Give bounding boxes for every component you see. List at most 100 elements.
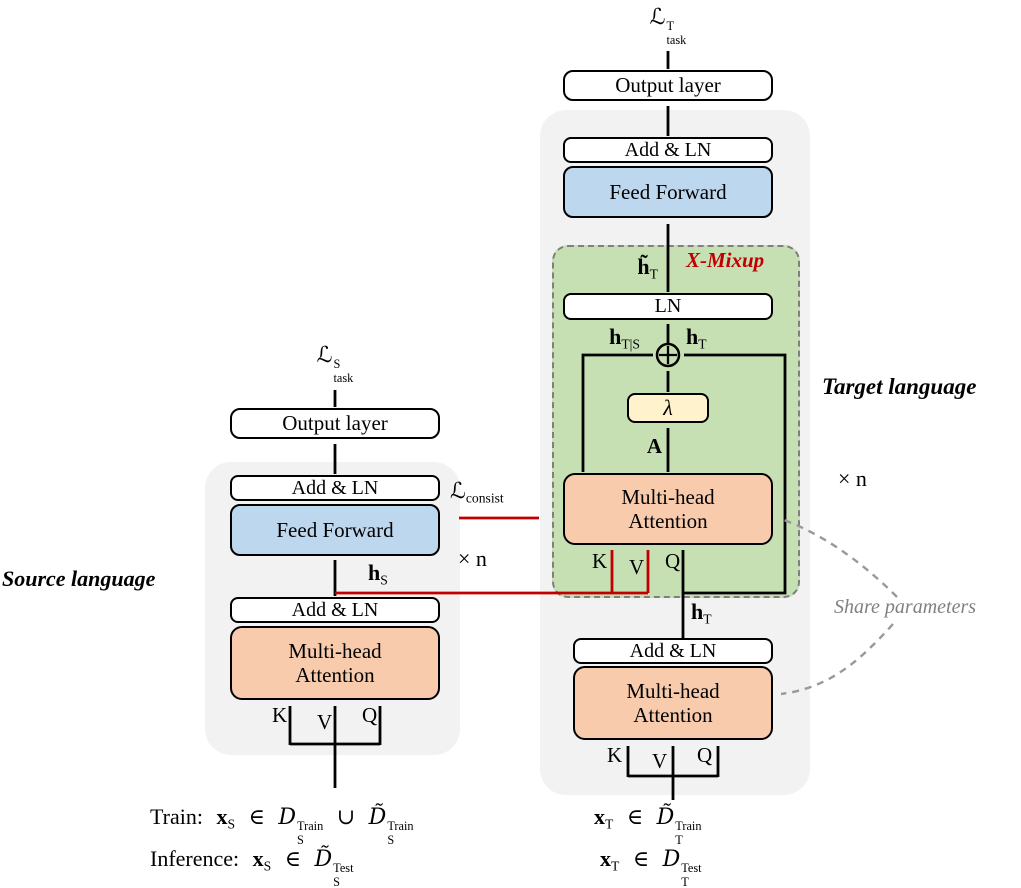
target-repeat-label: × n [838,466,867,491]
element-of: ∈ [284,846,302,871]
source-add-ln-bottom-label: Add & LN [291,598,379,621]
target-attention-top-box: Multi-head Attention [563,473,773,545]
x-sub: T [611,858,620,874]
element-of: ∈ [248,804,265,829]
dataset-sup: Test [681,861,702,876]
source-q-label: Q [362,703,378,727]
loss-symbol: ℒ [450,479,466,504]
target-attention-bottom-label: Multi-head Attention [626,678,720,727]
target-q2-label: Q [697,743,713,767]
source-repeat-label: × n [458,546,487,571]
attention-weights-label: A [646,434,662,458]
loss-sub: task [333,370,354,385]
dataset-sup: Test [333,861,354,876]
h-symbol: h [609,324,622,349]
h-target-given-source-label: hT|S [578,324,640,352]
target-output-layer-box: Output layer [563,70,773,101]
x-symbol: x [600,846,611,871]
ln-box: LN [563,293,773,320]
consistency-loss-label: ℒconsist [450,478,504,506]
dataset-sub: T [675,832,683,847]
lambda-label: λ [663,395,673,421]
dataset-symbol: D̃ [656,805,675,830]
target-add-ln-top-label: Add & LN [624,138,712,161]
target-k-label: K [592,549,608,573]
x-symbol: x [252,846,264,871]
h-symbol: h [691,599,704,624]
h-symbol: h [686,324,699,349]
loss-sub: consist [465,490,504,506]
target-add-ln-bottom-label: Add & LN [629,639,717,662]
h-sub: T|S [621,336,640,352]
source-attention-box: Multi-head Attention [230,626,440,700]
h-sub: T [649,266,658,282]
source-add-ln-top-box: Add & LN [230,475,440,501]
h-sub: T [698,336,707,352]
x-sub: S [263,858,272,874]
target-language-title: Target language [822,374,977,399]
loss-symbol: ℒ [649,5,666,30]
h-target-label: hT [691,599,712,627]
lambda-box: λ [627,393,709,423]
source-k-label: K [272,703,288,727]
x-symbol: x [594,804,605,829]
train-prefix: Train: [150,804,203,829]
target-k2-label: K [607,743,623,767]
target-attention-top-label: Multi-head Attention [621,484,715,533]
source-feed-forward-box: Feed Forward [230,504,440,556]
x-mixup-title: X-Mixup [686,248,765,272]
target-feed-forward-label: Feed Forward [609,179,727,204]
dataset-sub: S [297,832,304,847]
share-parameters-label: Share parameters [834,596,977,618]
source-language-title: Source language [2,566,156,591]
dataset-sub: S [387,832,395,847]
union-symbol: ∪ [336,804,356,829]
target-q-label: Q [665,549,681,573]
x-symbol: x [216,804,228,829]
x-sub: T [605,816,614,832]
dataset-sup: Train [387,819,414,834]
source-v-label: V [317,710,333,734]
source-output-layer-box: Output layer [230,408,440,439]
inference-prefix: Inference: [150,846,240,871]
h-symbol: h [368,560,381,585]
target-attention-bottom-box: Multi-head Attention [573,666,773,740]
dataset-symbol: D̃ [314,847,333,872]
dataset-sup: Train [675,819,702,834]
h-sub: T [703,611,712,627]
h-sub: S [380,572,388,588]
dataset-sup: Train [297,819,324,834]
source-hidden-state-label: hS [368,560,388,588]
target-add-ln-bottom-box: Add & LN [573,638,773,664]
element-of: ∈ [632,846,650,871]
source-add-ln-top-label: Add & LN [291,476,379,499]
h-symbol: h̃ [637,254,650,279]
h-target-skip-label: hT [686,324,707,352]
dataset-symbol: D [278,805,296,830]
source-feed-forward-label: Feed Forward [276,517,394,542]
source-attention-label: Multi-head Attention [288,638,382,687]
loss-symbol: ℒ [316,343,333,368]
source-output-layer-label: Output layer [282,411,388,436]
dataset-sub: S [333,874,341,888]
ln-label: LN [654,295,682,317]
dataset-symbol: D̃ [368,805,387,830]
loss-sup: S [333,357,341,372]
loss-sup: T [666,19,675,34]
dataset-sub: T [681,874,689,888]
element-of: ∈ [626,804,644,829]
target-output-layer-label: Output layer [615,73,721,98]
target-v2-label: V [652,749,668,773]
h-tilde-label: h̃T [598,254,658,282]
target-v-label: V [629,555,645,579]
dataset-symbol: D [662,847,681,872]
x-sub: S [227,816,236,832]
